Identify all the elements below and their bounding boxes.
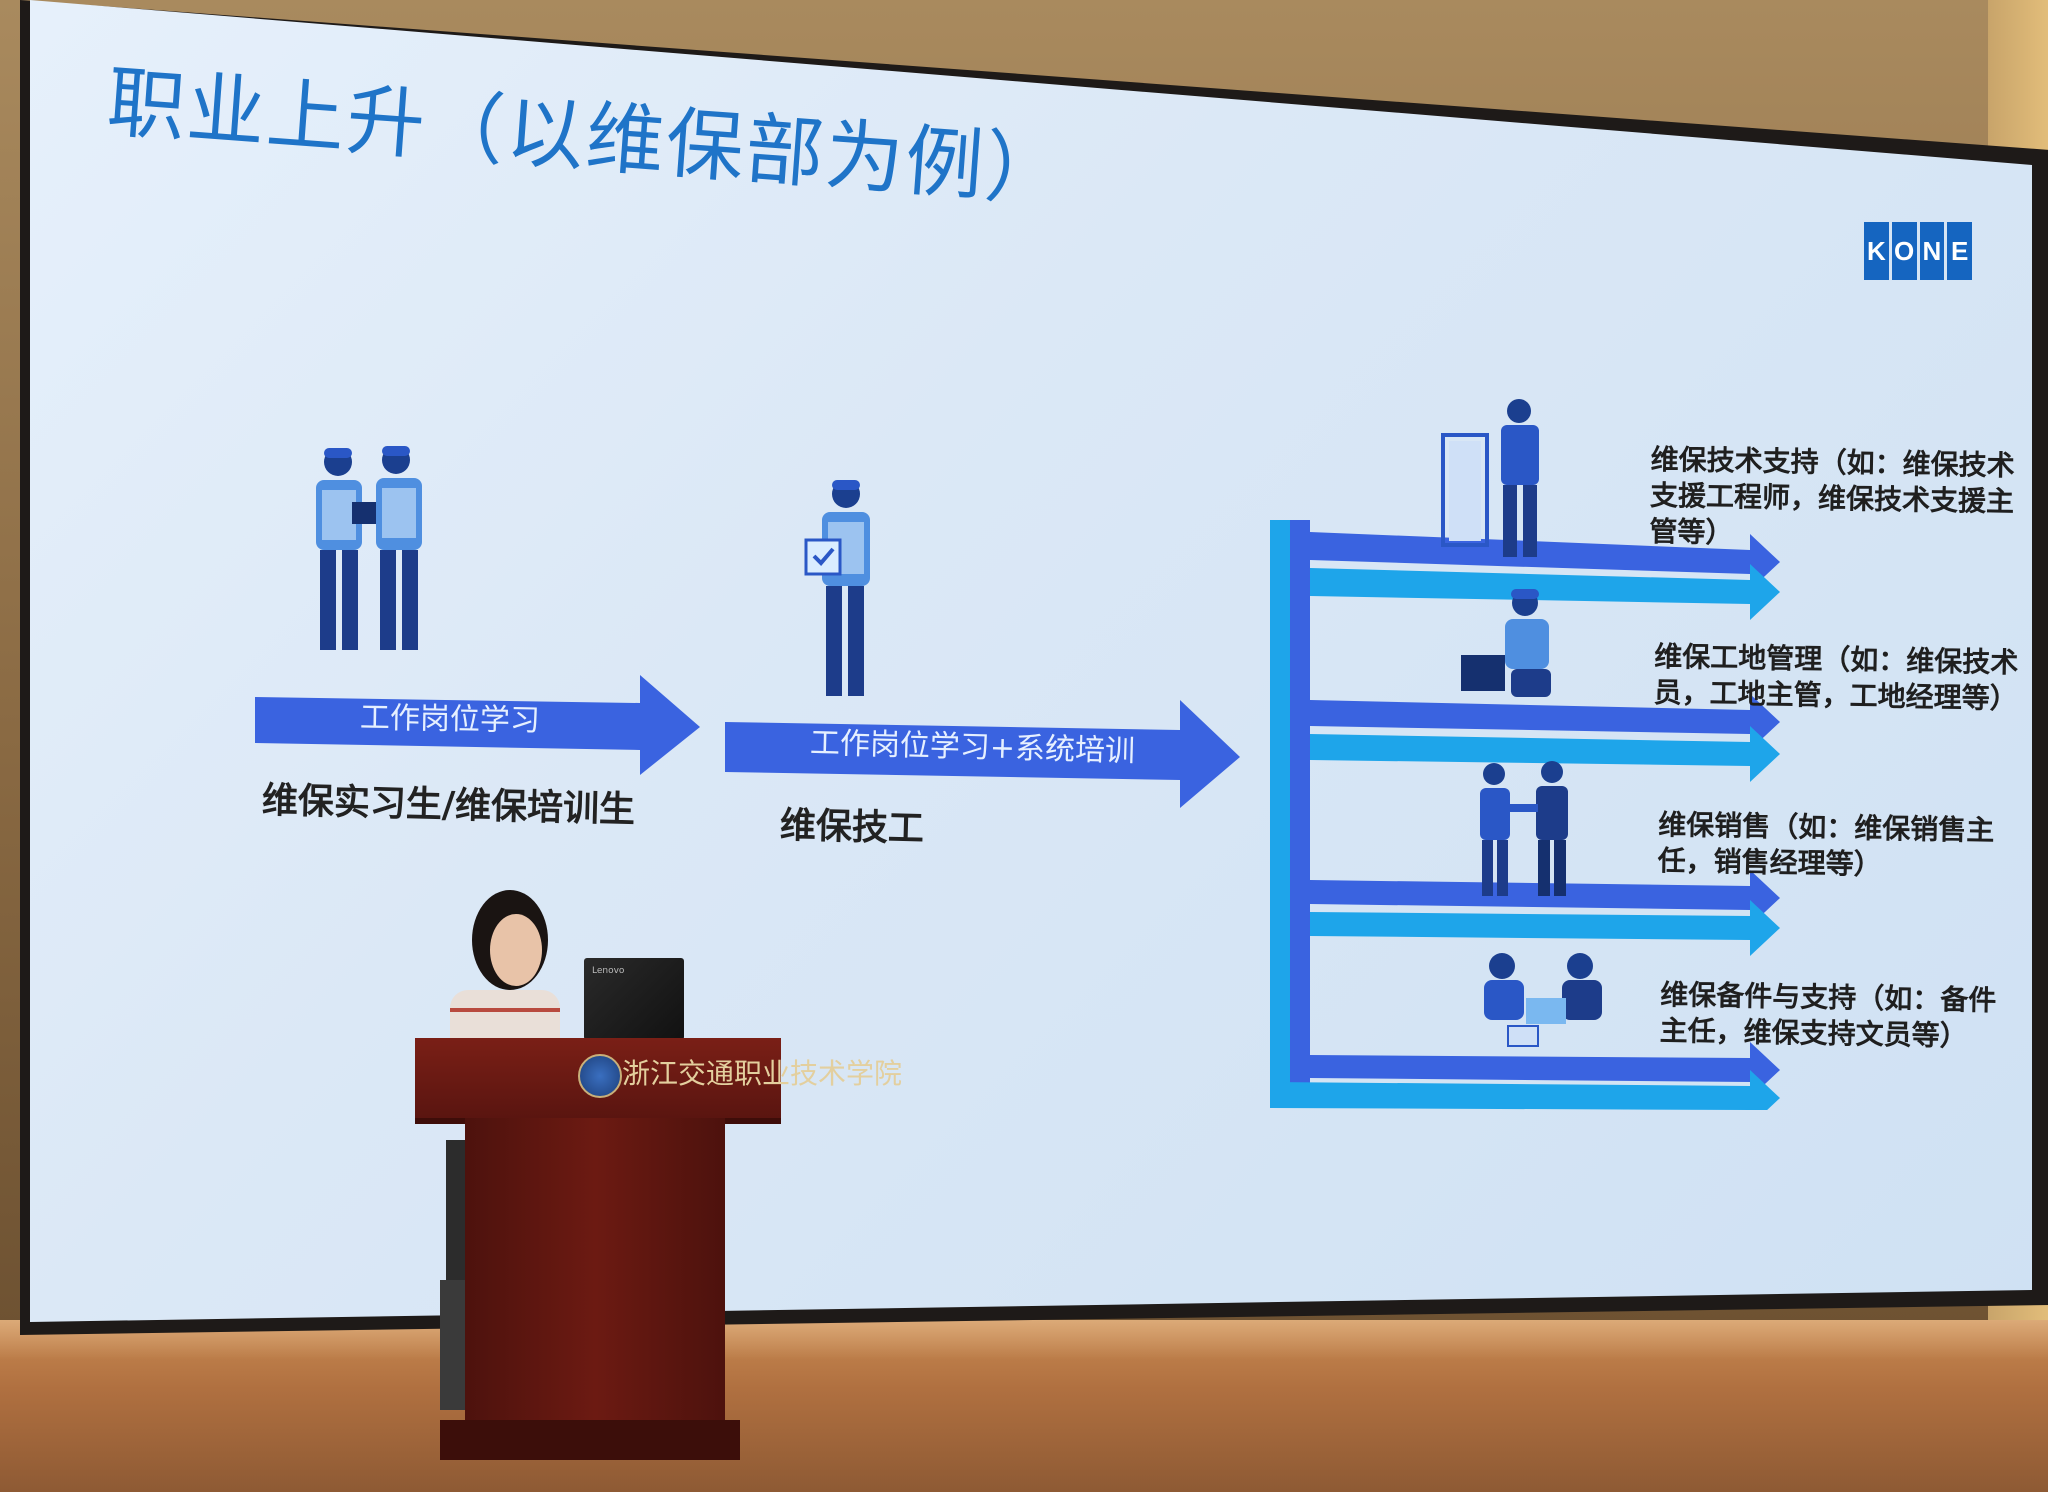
school-emblem-icon xyxy=(578,1054,622,1098)
caption-stage-1: 维保实习生/维保培训生 xyxy=(261,780,636,831)
technician-door-icon xyxy=(1441,399,1539,557)
office-support-icon xyxy=(1484,953,1602,1047)
role-line: 员，工地主管，工地经理等） xyxy=(1653,675,2018,716)
podium-school-name: 浙江交通职业技术学院 xyxy=(622,1057,903,1090)
arrow-label-stage-1: 工作岗位学习 xyxy=(359,700,541,739)
role-line: 管等） xyxy=(1649,514,1734,550)
caption-stage-2: 维保技工 xyxy=(779,805,925,850)
logo-letter: O xyxy=(1891,222,1917,280)
logo-letter: E xyxy=(1947,222,1972,280)
two-workers-icon xyxy=(316,446,422,650)
role-line: 维保销售（如：维保销售主 xyxy=(1658,808,1995,847)
podium-base xyxy=(440,1420,740,1460)
sales-handshake-icon xyxy=(1480,761,1568,896)
logo-letter: N xyxy=(1919,222,1945,280)
career-arrow-stage-2 xyxy=(725,700,1240,808)
stage-floor xyxy=(0,1320,2048,1492)
career-branch-diagram xyxy=(1270,520,1780,1110)
kone-logo: K O N E xyxy=(1864,222,1972,280)
role-tech-support: 维保技术支持（如：维保技术 支援工程师，维保技术支援主 管等） xyxy=(1649,442,2015,556)
role-site-management: 维保工地管理（如：维保技术 员，工地主管，工地经理等） xyxy=(1653,639,2018,717)
laptop-brand: Lenovo xyxy=(592,966,625,976)
logo-letter: K xyxy=(1864,222,1889,280)
podium-body xyxy=(465,1118,725,1438)
projection-screen: 职业上升（以维保部为例） K O N E 工作岗位学习 维保实习生/维保培训生 … xyxy=(30,0,2032,1322)
worker-checklist-icon xyxy=(804,480,870,696)
role-parts-support: 维保备件与支持（如：备件 主任，维保支持文员等） xyxy=(1659,977,1996,1055)
role-line: 任，销售经理等） xyxy=(1657,844,1882,881)
role-sales: 维保销售（如：维保销售主 任，销售经理等） xyxy=(1657,807,1994,885)
career-arrow-stage-1 xyxy=(255,675,700,775)
role-line: 维保备件与支持（如：备件 xyxy=(1660,978,1997,1017)
laptop xyxy=(584,958,684,1040)
arrow-label-stage-2: 工作岗位学习+系统培训 xyxy=(809,725,1136,770)
role-line: 主任，维保支持文员等） xyxy=(1659,1014,1968,1053)
site-manager-icon xyxy=(1461,589,1551,697)
